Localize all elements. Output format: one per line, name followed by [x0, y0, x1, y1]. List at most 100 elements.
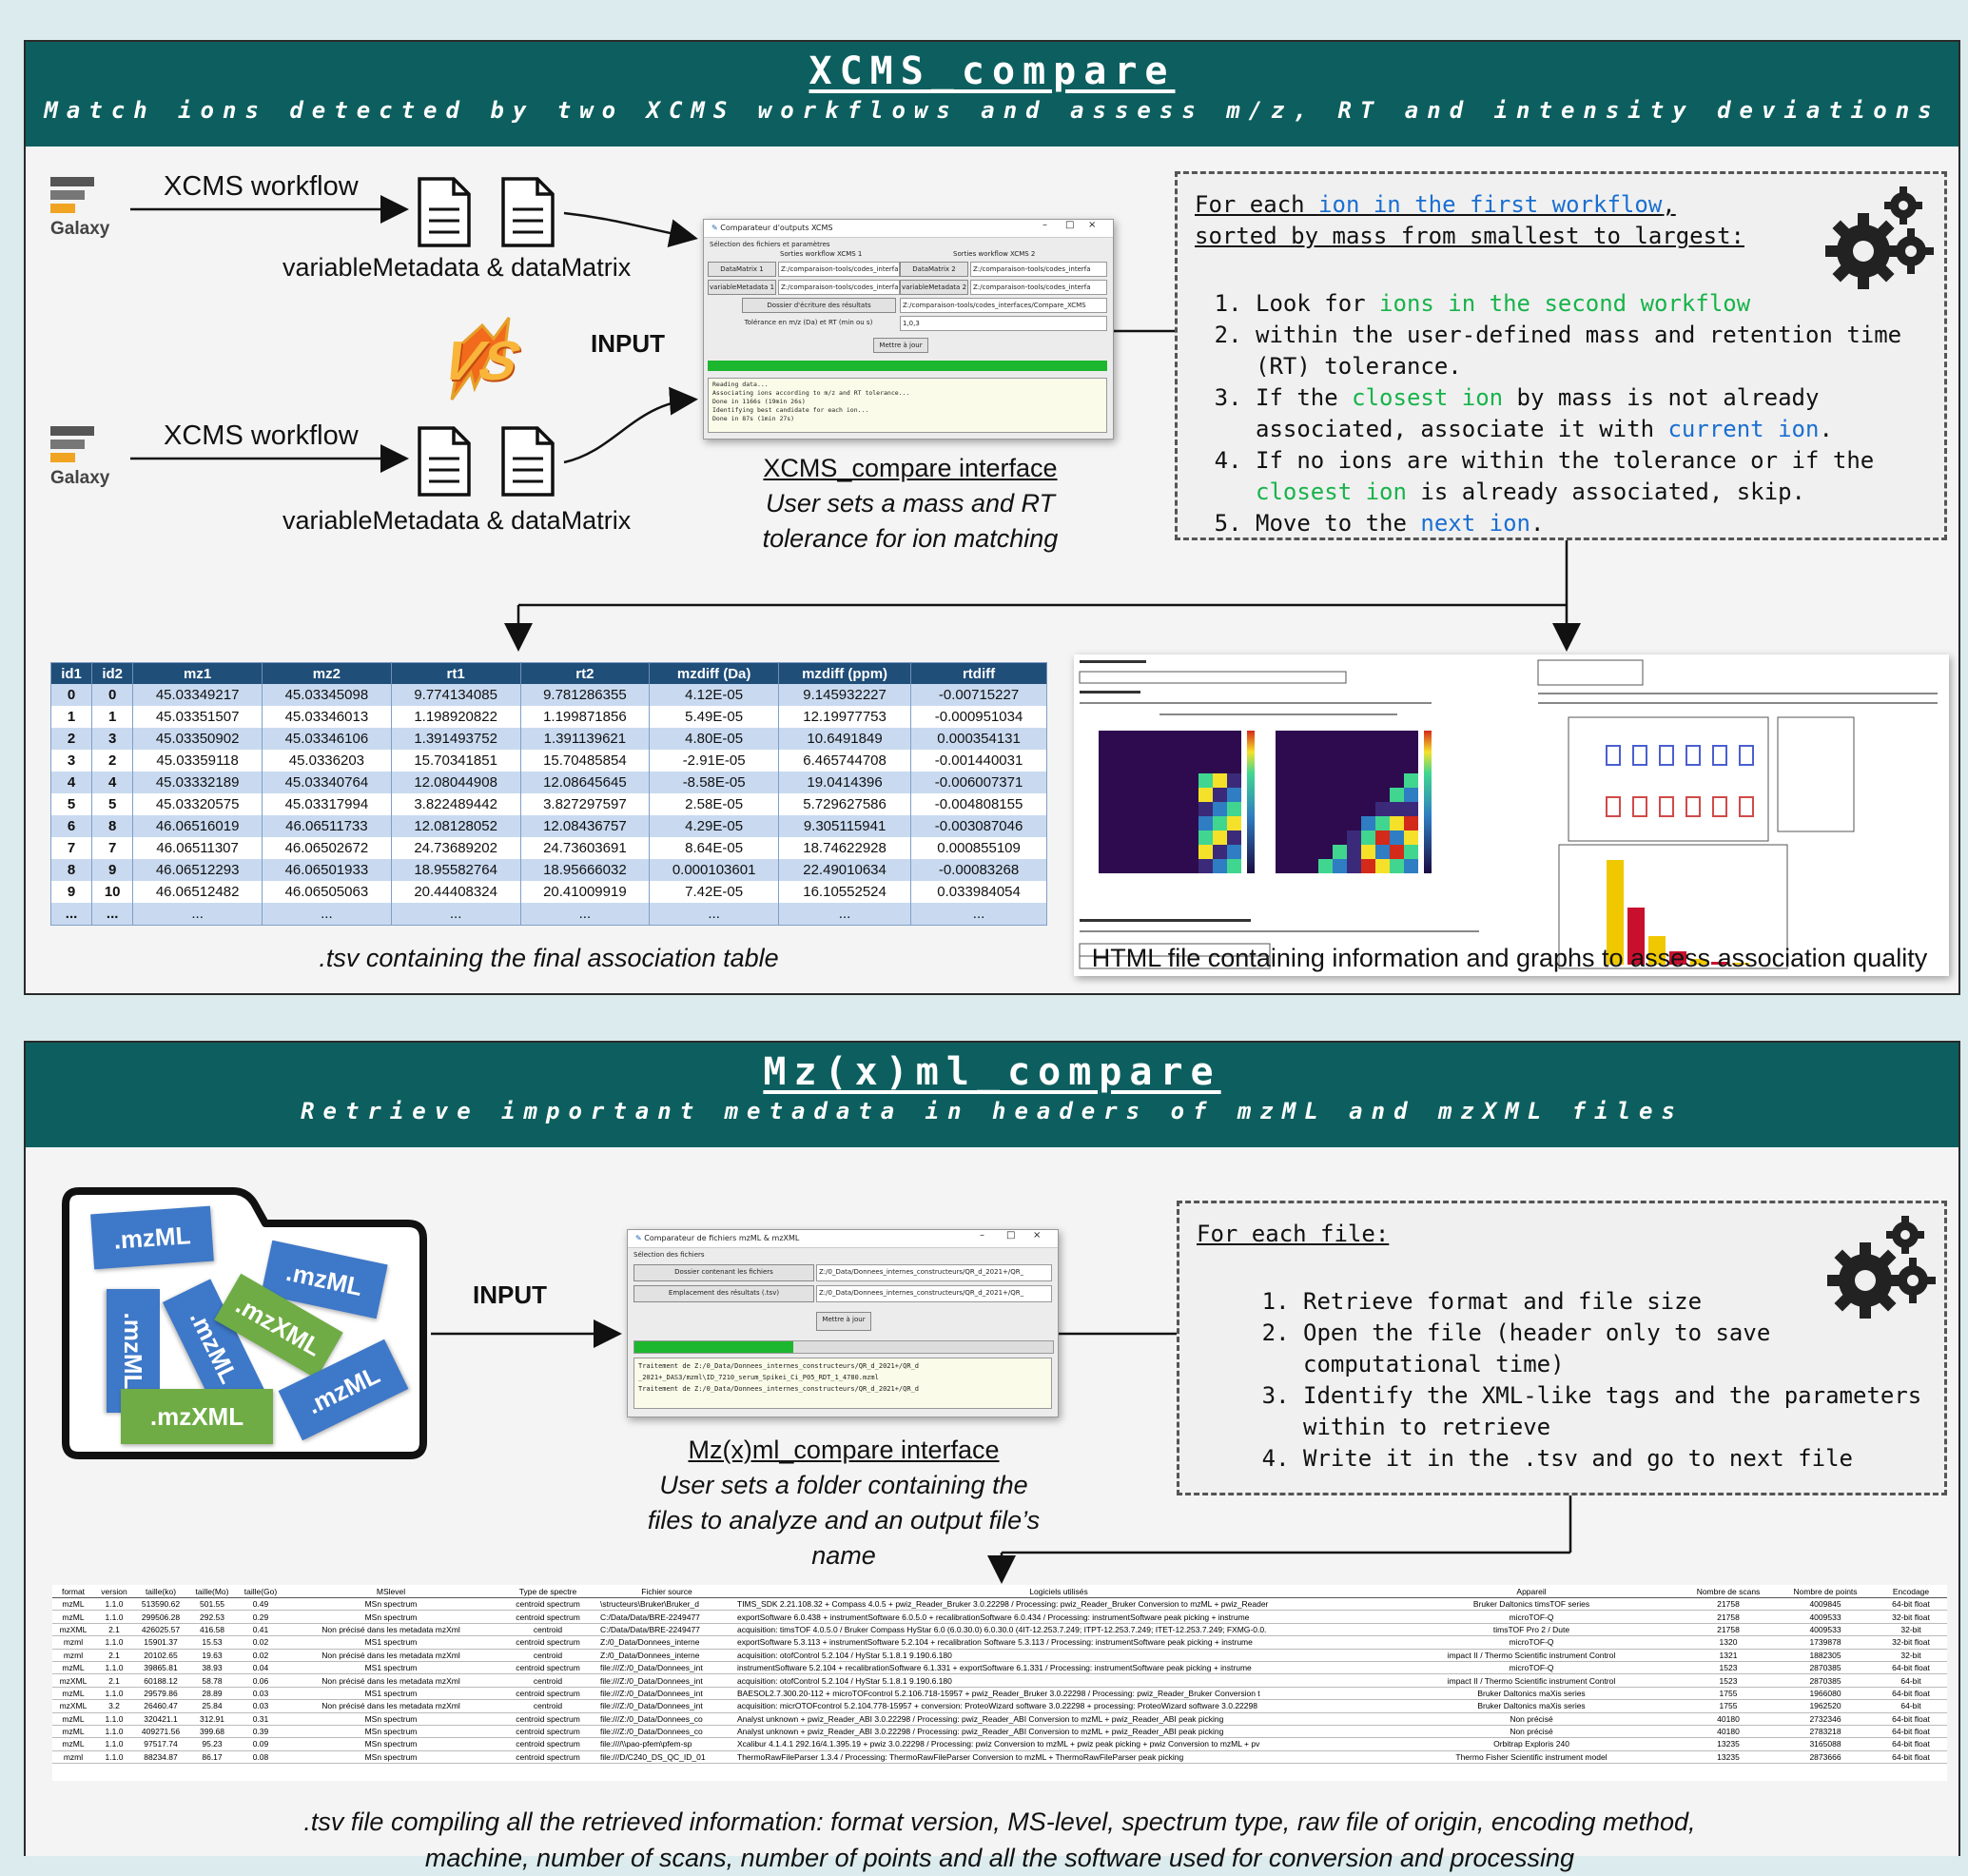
- table-cell: 1320: [1681, 1635, 1776, 1650]
- table-cell: 1.1.0: [94, 1737, 134, 1751]
- boxplot-box: [1632, 796, 1647, 817]
- gears-icon: [1827, 1216, 1936, 1319]
- algo-step: within the user-defined mass and retenti…: [1256, 320, 1927, 382]
- window-title: Comparateur de fichiers mzML & mzXML: [644, 1234, 800, 1242]
- heatmap-cell: [1375, 816, 1390, 831]
- table-cell: 1.1.0: [94, 1687, 134, 1701]
- table-cell: Z:/0_Data/Donnees_interne: [598, 1635, 735, 1650]
- table-cell: 32-bit float: [1875, 1610, 1947, 1624]
- table-cell: 10.6491849: [778, 728, 912, 750]
- table-cell: 25.84: [187, 1699, 237, 1713]
- lightning-icon: [450, 317, 511, 401]
- section-label: Sélection des fichiers: [633, 1251, 705, 1259]
- table-cell: centroid spectrum: [497, 1687, 598, 1701]
- varmeta2-field[interactable]: Z:/comparaison-tools/codes_interfa: [970, 280, 1107, 295]
- table-cell: 45.03320575: [132, 793, 263, 815]
- table-cell: Xcalibur 4.1.4.1 292.16/4.1.395.19 + pwi…: [735, 1737, 1382, 1751]
- boxplot-box: [1606, 796, 1621, 817]
- varmeta1-field[interactable]: Z:/comparaison-tools/codes_interfa: [778, 280, 900, 295]
- table-cell: Non précisé dans les metadata mzXml: [284, 1623, 497, 1637]
- tolerance-field[interactable]: 1,0,3: [900, 316, 1107, 331]
- outdir-field[interactable]: Z:/comparaison-tools/codes_interfaces/Co…: [900, 298, 1107, 313]
- table-cell: BAESOL2.7.300.20-112 + microTOFcontrol 5…: [735, 1687, 1382, 1701]
- update-button[interactable]: Mettre à jour: [873, 338, 928, 353]
- maximize-icon[interactable]: □: [1065, 220, 1075, 230]
- table-cell: 0.000855109: [910, 837, 1047, 859]
- heatmap-cell: [1227, 816, 1241, 831]
- datamatrix1-field[interactable]: Z:/comparaison-tools/codes_interfa: [778, 262, 900, 277]
- table-cell: 0.06: [237, 1673, 284, 1688]
- table-cell: 1321: [1681, 1649, 1776, 1662]
- log-line: Done in 1166s (19min 26s): [712, 398, 806, 405]
- table-cell: 40180: [1681, 1712, 1776, 1726]
- table-cell: microTOF-Q: [1382, 1635, 1681, 1650]
- close-icon[interactable]: ×: [1088, 220, 1097, 230]
- table-cell: 1: [50, 706, 93, 728]
- document-icon: [501, 177, 555, 247]
- table-cell: 0.02: [237, 1635, 284, 1650]
- column-header: taille(ko): [134, 1585, 187, 1598]
- folder-field[interactable]: Z:/0_Data/Donnees_internes_constructeurs…: [816, 1264, 1052, 1281]
- table-cell: ...: [262, 903, 392, 926]
- heatmap-cell: [1227, 788, 1241, 802]
- table-cell: mzML: [52, 1597, 94, 1612]
- histogram-bar: [1669, 951, 1686, 965]
- table-cell: TIMS_SDK 2.21.108.32 + Compass 4.0.5 + p…: [735, 1597, 1382, 1612]
- column-header: Type de spectre: [497, 1585, 598, 1598]
- minimize-icon[interactable]: –: [1042, 220, 1047, 230]
- maximize-icon[interactable]: □: [1006, 1230, 1016, 1241]
- datamatrix2-field[interactable]: Z:/comparaison-tools/codes_interfa: [970, 262, 1107, 277]
- heatmap-cell: [1198, 831, 1213, 845]
- progress-bar: [708, 361, 1107, 371]
- table-cell: mzXML: [52, 1699, 94, 1713]
- table-header-row: id1 id2 mz1 mz2 rt1 rt2 mzdiff (Da) mzdi…: [50, 662, 1047, 684]
- datamatrix2-button[interactable]: DataMatrix 2: [900, 262, 968, 277]
- column-header: version: [94, 1585, 134, 1598]
- close-icon[interactable]: ×: [1033, 1230, 1042, 1241]
- boxplot-box: [1685, 796, 1701, 817]
- table-cell: centroid spectrum: [497, 1725, 598, 1739]
- table-cell: 45.03359118: [132, 750, 263, 772]
- minimize-icon[interactable]: –: [980, 1230, 984, 1241]
- table-cell: 21758: [1681, 1610, 1776, 1624]
- table-cell: -0.004808155: [910, 793, 1047, 815]
- table-cell: 1966080: [1776, 1687, 1875, 1701]
- table-cell: 2: [91, 750, 134, 772]
- table-cell: 45.03346013: [262, 706, 392, 728]
- column-header: Nombre de points: [1776, 1585, 1875, 1598]
- table-cell: mzml: [52, 1649, 94, 1662]
- html-report-preview: [1074, 655, 1949, 976]
- varmeta2-button[interactable]: variableMetadata 2: [900, 280, 968, 295]
- table-cell: 64-bit float: [1875, 1597, 1947, 1612]
- datamatrix1-button[interactable]: DataMatrix 1: [708, 262, 776, 277]
- table-cell: -0.000951034: [910, 706, 1047, 728]
- boxplot-box: [1739, 796, 1754, 817]
- heatmap-cell: [1404, 845, 1418, 859]
- table-cell: MSn spectrum: [284, 1737, 497, 1751]
- table-cell: 26460.47: [134, 1699, 187, 1713]
- outdir-button[interactable]: Dossier d'écriture des résultats: [742, 298, 896, 313]
- table-cell: 15901.37: [134, 1635, 187, 1650]
- table-cell: 1.1.0: [94, 1597, 134, 1612]
- column-header: mzdiff (Da): [649, 662, 779, 684]
- table-cell: 12.08128052: [391, 815, 521, 837]
- progress-fill: [634, 1341, 794, 1353]
- heatmap-cell: [1404, 773, 1418, 788]
- panel-title: Mz(x)ml_compare: [763, 1050, 1221, 1094]
- heatmap-cell: [1213, 816, 1227, 831]
- varmeta1-button[interactable]: variableMetadata 1: [708, 280, 776, 295]
- column-header: taille(Go): [237, 1585, 284, 1598]
- output-field[interactable]: Z:/0_Data/Donnees_internes_constructeurs…: [816, 1285, 1052, 1302]
- table-cell: 5.49E-05: [649, 706, 779, 728]
- table-cell: 1.1.0: [94, 1750, 134, 1765]
- table-cell: 2.1: [94, 1623, 134, 1637]
- output-button[interactable]: Emplacement des résultats (.tsv): [633, 1285, 814, 1302]
- update-button[interactable]: Mettre à jour: [816, 1312, 871, 1331]
- table-cell: 7.42E-05: [649, 881, 779, 903]
- algo-steps: Retrieve format and file size Open the f…: [1197, 1286, 1927, 1475]
- folder-button[interactable]: Dossier contenant les fichiers: [633, 1264, 814, 1281]
- algo-step: Write it in the .tsv and go to next file: [1303, 1443, 1927, 1475]
